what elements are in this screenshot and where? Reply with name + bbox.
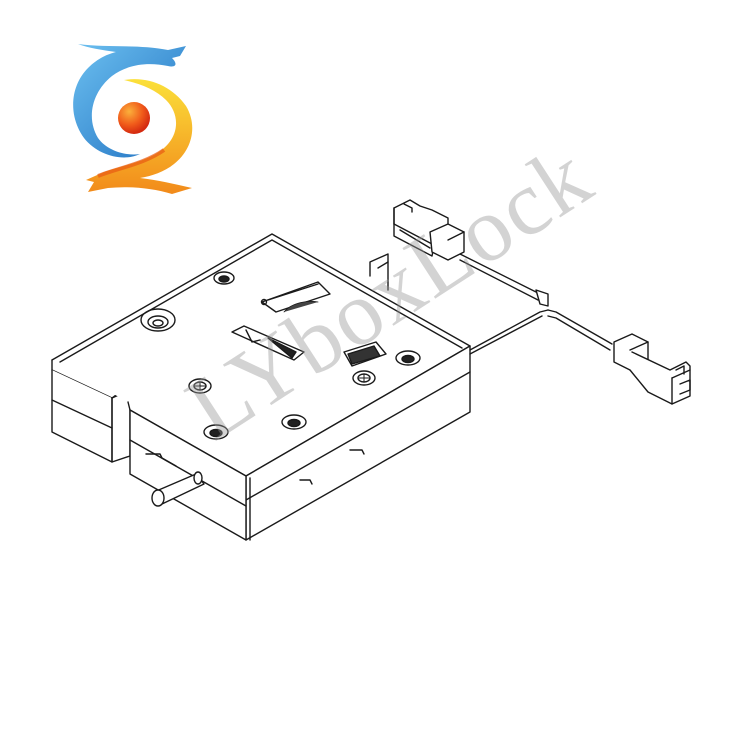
logo-ball-icon [118, 102, 150, 134]
sensor-window-icon [261, 281, 331, 313]
screw-hole-icon [203, 424, 229, 440]
screw-hole-icon [281, 414, 307, 430]
screw-icon [188, 378, 212, 394]
mounting-hole-icon [140, 308, 176, 332]
brand-logo [73, 44, 193, 194]
screw-hole-icon [213, 271, 235, 285]
logo-yellow-arc-icon [86, 79, 193, 194]
screw-hole-icon [395, 350, 421, 366]
screw-icon [352, 370, 376, 386]
lock-body [51, 233, 471, 541]
logo-blue-arc-icon [73, 44, 186, 158]
connector-right [613, 333, 691, 405]
connector-top [393, 199, 465, 261]
rear-tab [369, 253, 389, 291]
top-face-features [140, 271, 421, 440]
wire-harness [459, 253, 613, 355]
lock-pin [151, 471, 205, 507]
